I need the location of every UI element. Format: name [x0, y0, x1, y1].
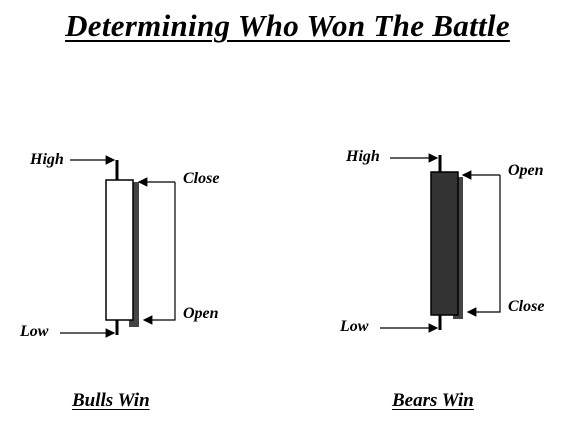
- bear-body: [430, 171, 459, 316]
- bear-high-label: High: [346, 148, 380, 165]
- bull-body-shadow: [129, 182, 139, 327]
- bull-close-label: Close: [183, 170, 220, 187]
- bull-low-label: Low: [20, 323, 49, 340]
- bulls-caption: Bulls Win: [72, 390, 150, 411]
- bear-candle: [430, 155, 463, 330]
- bull-body: [105, 179, 134, 321]
- bear-open-label: Open: [508, 162, 544, 179]
- bear-bracket: [466, 175, 501, 317]
- bears-caption: Bears Win: [392, 390, 474, 411]
- bull-candle: [105, 160, 139, 335]
- bull-bracket: [142, 182, 176, 325]
- bear-low-label: Low: [340, 318, 369, 335]
- bear-close-label: Close: [508, 298, 545, 315]
- bull-high-label: High: [30, 151, 64, 168]
- page-title: Determining Who Won The Battle: [65, 8, 510, 43]
- bull-open-label: Open: [183, 305, 219, 322]
